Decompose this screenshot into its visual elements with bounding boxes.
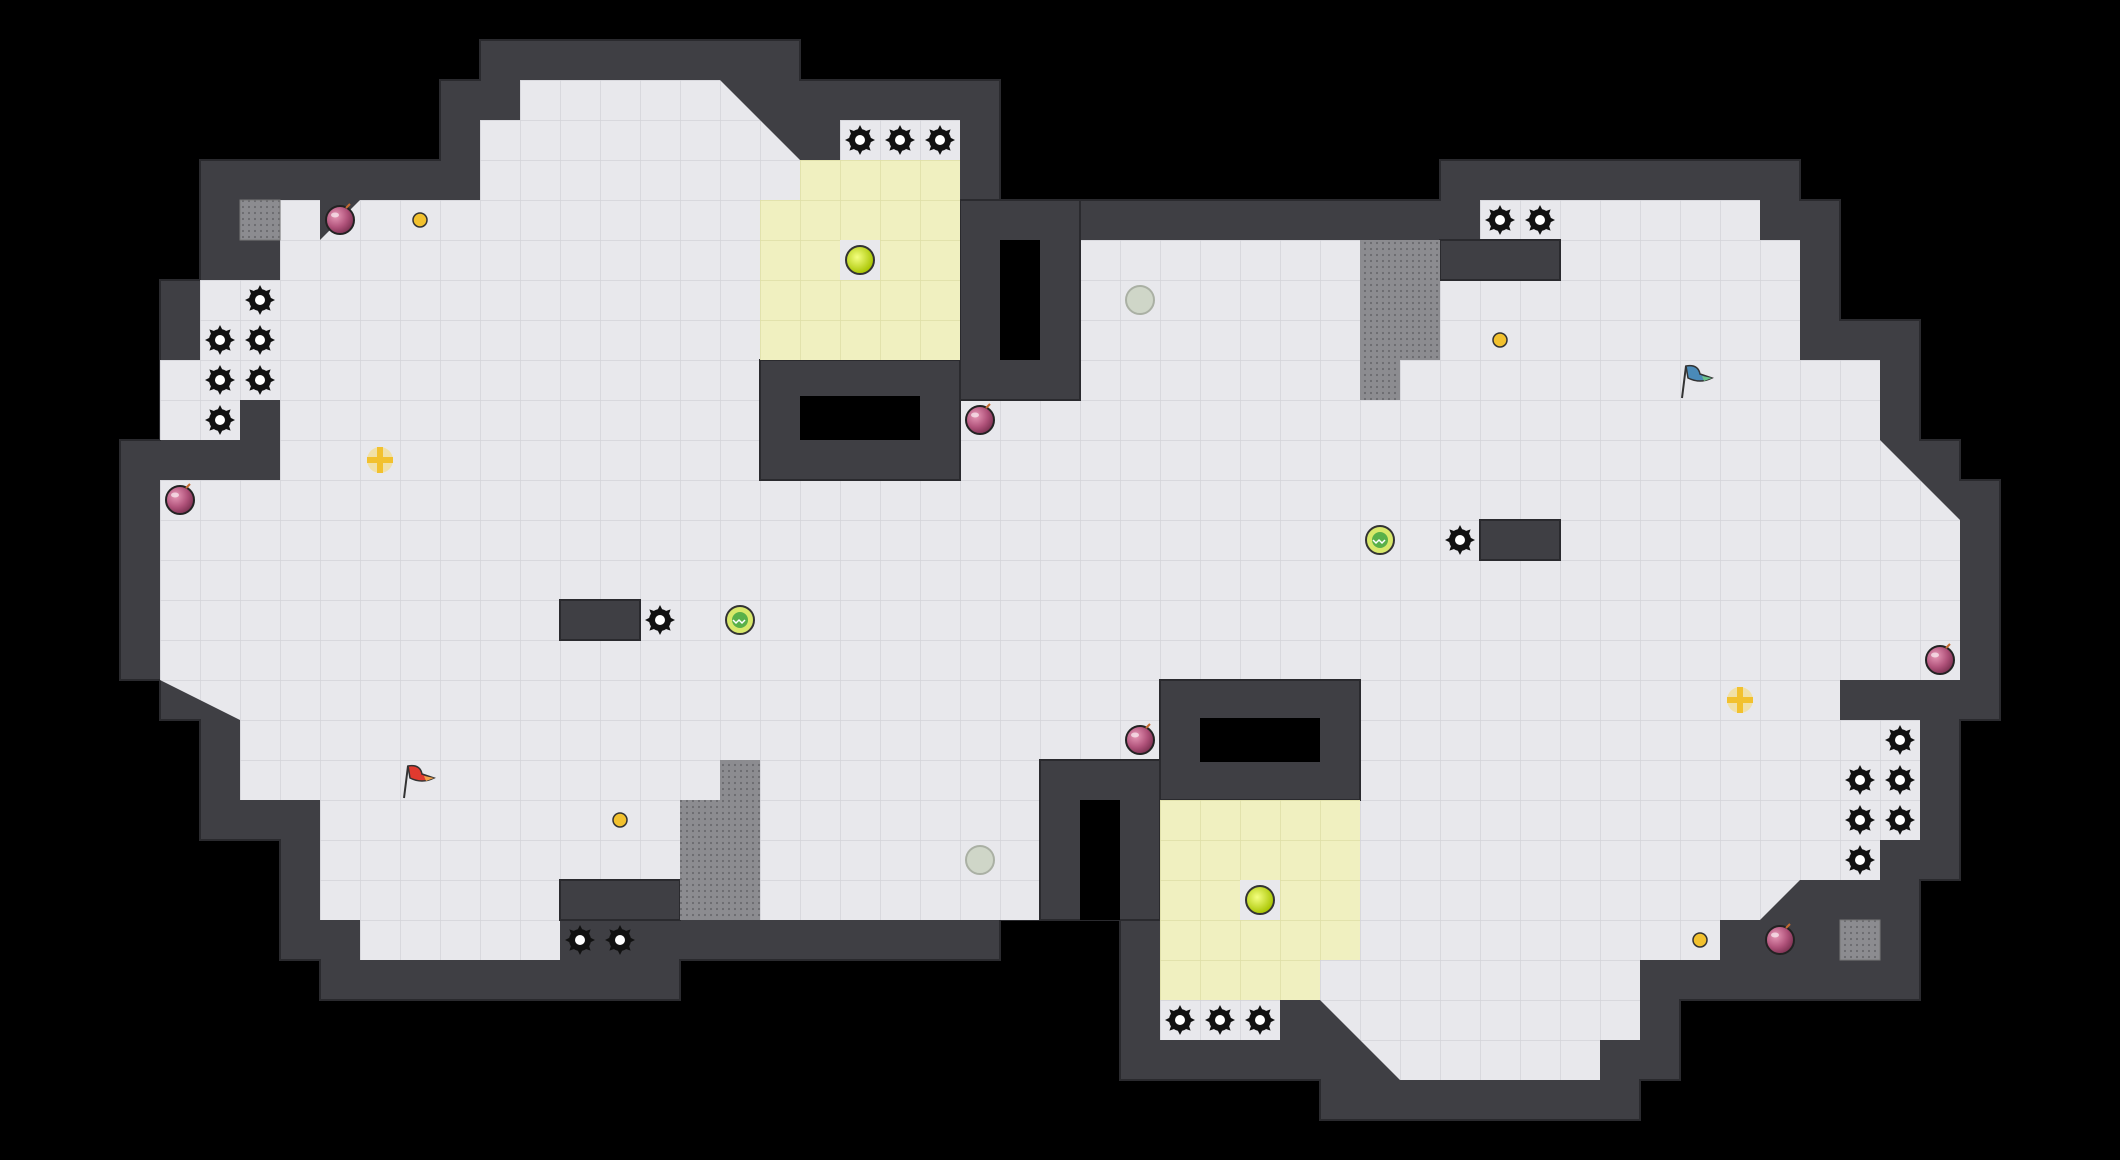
- spike-icon: [1165, 1005, 1195, 1035]
- gate-button-icon: [965, 845, 995, 875]
- boost-icon: [1727, 687, 1753, 713]
- dot-marker-icon: [412, 212, 428, 228]
- spike-icon: [1845, 765, 1875, 795]
- spike-icon: [1485, 205, 1515, 235]
- inner-walls: [559, 199, 1561, 921]
- gate-button-icon: [1125, 285, 1155, 315]
- spike-icon: [605, 925, 635, 955]
- spike-icon: [925, 125, 955, 155]
- spike-icon: [1845, 805, 1875, 835]
- spike-icon: [205, 365, 235, 395]
- blue-base-zone: [1160, 800, 1360, 1000]
- spike-icon: [1445, 525, 1475, 555]
- speed-pad-icon: [725, 605, 755, 635]
- powerup-icon: [840, 240, 880, 280]
- gate-group: [965, 285, 1155, 875]
- powerup-group: [840, 240, 1280, 920]
- powerup-icon: [1240, 880, 1280, 920]
- spike-icon: [1885, 805, 1915, 835]
- spike-icon: [245, 285, 275, 315]
- spike-icon: [1205, 1005, 1235, 1035]
- spike-icon: [565, 925, 595, 955]
- dot-marker-icon: [612, 812, 628, 828]
- blue-flag-icon: [1681, 364, 1714, 399]
- spike-icon: [205, 325, 235, 355]
- spike-icon: [1885, 765, 1915, 795]
- spike-icon: [1885, 725, 1915, 755]
- spike-icon: [645, 605, 675, 635]
- spike-icon: [885, 125, 915, 155]
- spike-icon: [245, 325, 275, 355]
- speed-pad-icon: [1365, 525, 1395, 555]
- boost-group: [367, 447, 1753, 713]
- dot-marker-icon: [1492, 332, 1508, 348]
- boost-icon: [367, 447, 393, 473]
- speed-pad-group: [725, 525, 1395, 635]
- floor-layer: [160, 80, 1960, 1080]
- spike-icon: [845, 125, 875, 155]
- spike-icon: [1845, 845, 1875, 875]
- spike-icon: [1245, 1005, 1275, 1035]
- grate-tiles: [239, 199, 1881, 961]
- dot-group: [412, 212, 1708, 948]
- spike-icon: [205, 405, 235, 435]
- red-flag-icon: [403, 764, 436, 799]
- spike-icon: [1525, 205, 1555, 235]
- spike-icon: [245, 365, 275, 395]
- dot-marker-icon: [1692, 932, 1708, 948]
